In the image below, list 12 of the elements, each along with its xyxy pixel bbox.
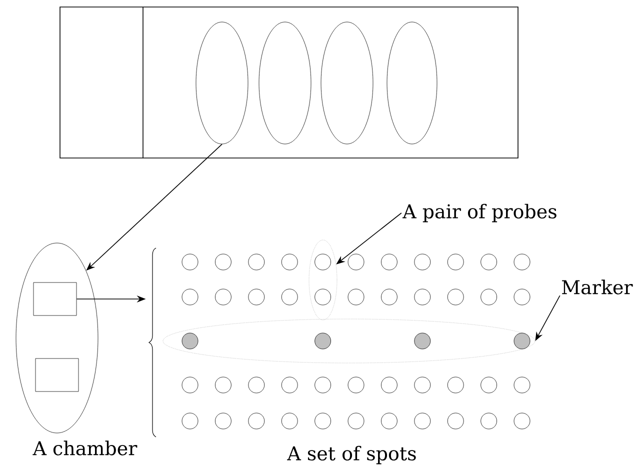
text-label: Marker — [562, 280, 633, 294]
region-ellipse — [386, 22, 438, 144]
spots-label: A set of spots — [287, 446, 416, 464]
region-ellipse — [196, 22, 248, 144]
chamber-label: A chamber — [32, 440, 138, 456]
text-label: A pair of probes — [402, 204, 556, 222]
probe-pair-ellipse — [308, 240, 338, 320]
region-ellipse — [320, 22, 374, 144]
small-box — [35, 358, 79, 392]
marker-ellipse — [162, 318, 536, 364]
region-ellipse — [258, 22, 312, 144]
small-box — [33, 282, 77, 316]
